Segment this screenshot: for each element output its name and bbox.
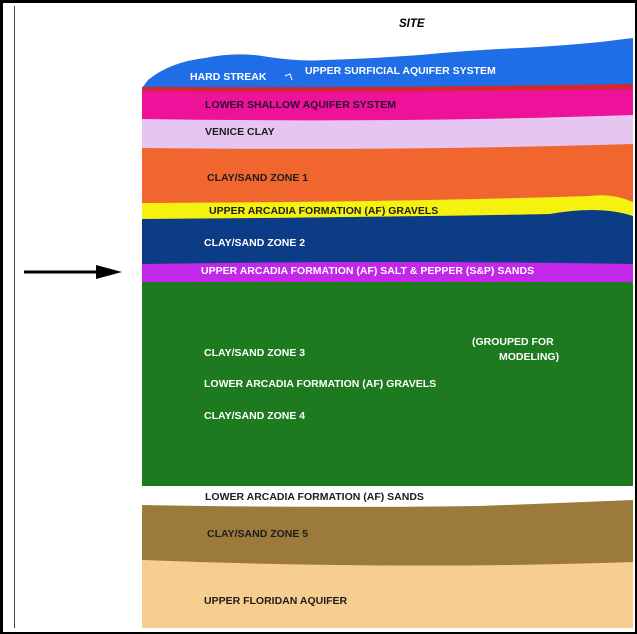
- lower-af-sands-layer: [142, 484, 633, 507]
- hard-streak-layer: [142, 84, 633, 92]
- clay-sand-1-layer: [142, 142, 633, 203]
- lower-af-sands-label: LOWER ARCADIA FORMATION (AF) SANDS: [205, 491, 424, 503]
- clay-sand-1-label: CLAY/SAND ZONE 1: [207, 172, 308, 184]
- venice-clay-layer: [142, 113, 633, 149]
- clay-sand-3-label: CLAY/SAND ZONE 3: [204, 347, 305, 359]
- upper-surficial-label: UPPER SURFICIAL AQUIFER SYSTEM: [305, 65, 496, 77]
- upper-floridan-layer: [142, 556, 633, 628]
- lower-shallow-label: LOWER SHALLOW AQUIFER SYSTEM: [205, 99, 396, 111]
- grouped-note-line-2: MODELING): [499, 351, 559, 363]
- grouped-note-line-1: (GROUPED FOR: [472, 336, 554, 348]
- clay-sand-2-layer: [142, 207, 633, 264]
- grouped-layer: [142, 280, 633, 486]
- upper-floridan-label: UPPER FLORIDAN AQUIFER: [204, 595, 348, 607]
- site-label: SITE: [399, 18, 425, 30]
- upper-af-gravels-label: UPPER ARCADIA FORMATION (AF) GRAVELS: [209, 205, 438, 217]
- venice-clay-label: VENICE CLAY: [205, 126, 275, 138]
- arrow-indicator: [24, 265, 122, 279]
- lower-shallow-layer: [142, 87, 633, 121]
- upper-af-sp-label: UPPER ARCADIA FORMATION (AF) SALT & PEPP…: [201, 265, 534, 277]
- clay-sand-5-label: CLAY/SAND ZONE 5: [207, 528, 308, 540]
- hard-streak-pointer: [284, 73, 293, 81]
- upper-af-gravels-layer: [142, 193, 633, 219]
- lower-af-gravels-label: LOWER ARCADIA FORMATION (AF) GRAVELS: [204, 378, 436, 390]
- upper-af-sp-layer: [142, 259, 633, 282]
- hard-streak-label: HARD STREAK: [190, 71, 267, 83]
- upper-surficial-layer: [142, 38, 633, 91]
- frame-inner-line: [14, 6, 15, 628]
- clay-sand-5-layer: [142, 498, 633, 566]
- clay-sand-4-label: CLAY/SAND ZONE 4: [204, 410, 305, 422]
- clay-sand-2-label: CLAY/SAND ZONE 2: [204, 237, 305, 249]
